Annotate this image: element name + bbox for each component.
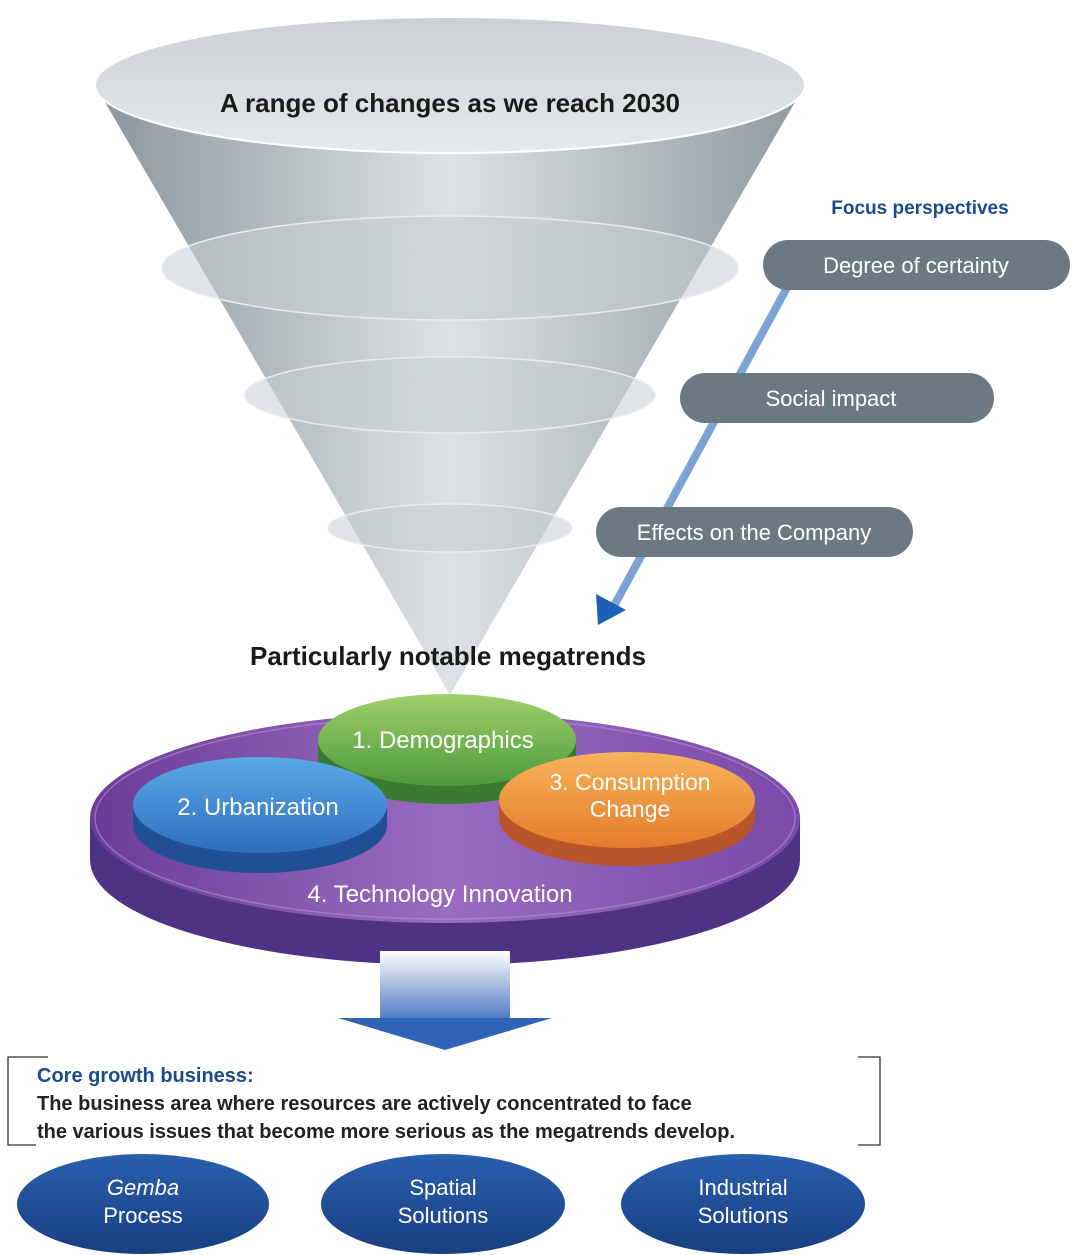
business-industrial-line2: Solutions (698, 1203, 789, 1228)
funnel-ring-1 (161, 215, 739, 321)
core-heading: Core growth business: (37, 1065, 254, 1087)
business-gemba (17, 1154, 269, 1254)
funnel-title: A range of changes as we reach 2030 (220, 88, 680, 118)
focus-pill-social (680, 373, 994, 423)
megatrend-urbanization: 2. Urbanization (177, 794, 338, 821)
business-gemba-line1: Gemba (107, 1175, 179, 1200)
core-bracket (7, 1056, 881, 1146)
funnel-icon (94, 16, 806, 695)
consumption-disc (499, 752, 755, 866)
focus-item-certainty: Degree of certainty (823, 253, 1009, 278)
megatrend-consumption-line2: Change (590, 796, 671, 822)
business-spatial-line2: Solutions (398, 1203, 489, 1228)
business-industrial (621, 1154, 865, 1254)
business-spatial-line1: Spatial (409, 1175, 476, 1200)
focus-item-effects: Effects on the Company (637, 520, 871, 545)
megatrends-heading: Particularly notable megatrends (250, 641, 646, 671)
megatrend-technology: 4. Technology Innovation (307, 881, 572, 908)
focus-pill-certainty (763, 240, 1070, 290)
core-description-line1: The business area where resources are ac… (37, 1093, 692, 1115)
megatrend-demographics: 1. Demographics (352, 727, 533, 754)
focus-pill-effects (596, 507, 913, 557)
funnel-ring-3 (327, 503, 573, 553)
business-gemba-line2: Process (103, 1203, 182, 1228)
funnel-top (94, 16, 806, 154)
funnel-ring-2 (244, 356, 656, 434)
business-industrial-line1: Industrial (698, 1175, 787, 1200)
arrow-down-icon (338, 951, 552, 1050)
urbanization-disc (133, 757, 387, 873)
focus-heading: Focus perspectives (831, 198, 1008, 219)
core-description-line2: the various issues that become more seri… (37, 1121, 736, 1143)
business-spatial (321, 1154, 565, 1254)
focus-item-social: Social impact (766, 386, 897, 411)
megatrend-consumption-line1: 3. Consumption (549, 769, 710, 795)
